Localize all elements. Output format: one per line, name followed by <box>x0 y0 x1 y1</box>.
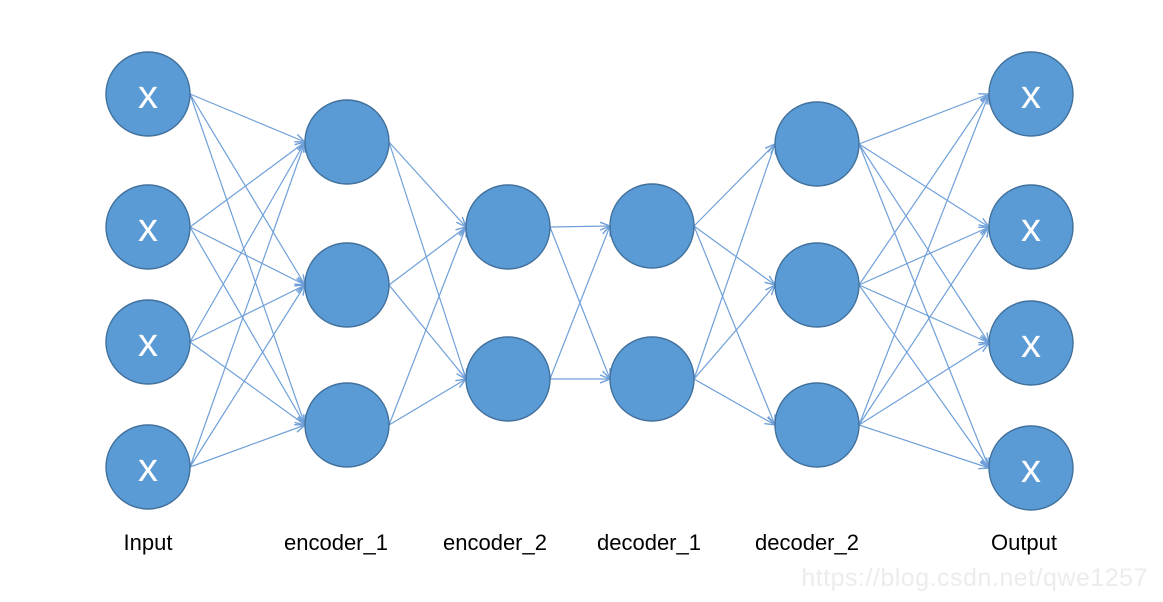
node-encoder_2-1 <box>465 336 551 422</box>
edge-Input-1-to-encoder_1-2 <box>189 226 305 425</box>
node-encoder_1-1 <box>304 242 390 328</box>
edge-decoder_1-1-to-decoder_2-1 <box>693 285 775 380</box>
edge-encoder_1-1-to-encoder_2-0 <box>388 227 466 286</box>
edge-decoder_2-1-to-Output-2 <box>858 284 989 343</box>
node-label-Input-3: x <box>138 446 158 490</box>
node-decoder_2-2 <box>774 382 860 468</box>
edge-Input-2-to-encoder_1-0 <box>189 142 305 343</box>
edge-Input-0-to-encoder_1-1 <box>189 93 305 285</box>
node-Input-3 <box>105 424 191 510</box>
node-label-Input-0: x <box>138 73 158 117</box>
edge-Input-3-to-encoder_1-0 <box>189 142 305 468</box>
node-Input-2 <box>105 299 191 385</box>
node-Output-3 <box>988 425 1074 511</box>
edge-decoder_2-2-to-Output-1 <box>858 227 989 426</box>
node-label-Output-1: x <box>1021 206 1041 250</box>
node-encoder_1-2 <box>304 382 390 468</box>
edge-Input-2-to-encoder_1-1 <box>189 285 305 343</box>
edge-decoder_2-2-to-Output-3 <box>858 424 989 468</box>
node-decoder_1-0 <box>609 183 695 269</box>
node-Output-2 <box>988 300 1074 386</box>
layer-label-encoder_1: encoder_1 <box>284 530 388 555</box>
edge-decoder_2-0-to-Output-3 <box>858 143 989 468</box>
edge-encoder_1-0-to-encoder_2-1 <box>388 141 466 379</box>
edge-encoder_1-0-to-encoder_2-0 <box>388 141 466 227</box>
edge-decoder_2-1-to-Output-1 <box>858 227 989 286</box>
watermark-text: https://blog.csdn.net/qwe1257 <box>801 564 1148 592</box>
edge-Input-0-to-encoder_1-0 <box>189 93 305 142</box>
edge-decoder_2-1-to-Output-3 <box>858 284 989 468</box>
edge-decoder_1-0-to-decoder_2-2 <box>693 225 775 425</box>
edge-Input-3-to-encoder_1-2 <box>189 425 305 468</box>
edge-decoder_1-1-to-decoder_2-0 <box>693 144 775 380</box>
edge-decoder_2-0-to-Output-1 <box>858 143 989 227</box>
edges <box>189 93 989 468</box>
edge-Input-1-to-encoder_1-0 <box>189 142 305 228</box>
layer-label-Output: Output <box>991 530 1057 555</box>
node-encoder_1-0 <box>304 99 390 185</box>
edge-decoder_1-0-to-decoder_2-0 <box>693 144 775 227</box>
layer-label-decoder_1: decoder_1 <box>597 530 701 555</box>
layer-encoder_1: encoder_1 <box>284 99 390 555</box>
edge-encoder_2-1-to-decoder_1-0 <box>549 226 610 380</box>
edge-encoder_2-0-to-decoder_1-0 <box>549 226 610 227</box>
node-decoder_2-1 <box>774 242 860 328</box>
layer-label-Input: Input <box>124 530 173 555</box>
node-label-Input-2: x <box>138 321 158 365</box>
edge-Input-1-to-encoder_1-1 <box>189 226 305 285</box>
node-label-Input-1: x <box>138 206 158 250</box>
edge-Input-2-to-encoder_1-2 <box>189 341 305 425</box>
edge-decoder_2-2-to-Output-2 <box>858 343 989 426</box>
node-label-Output-0: x <box>1021 73 1041 117</box>
edge-encoder_1-2-to-encoder_2-0 <box>388 227 466 426</box>
node-Output-0 <box>988 51 1074 137</box>
layer-label-encoder_2: encoder_2 <box>443 530 547 555</box>
layer-decoder_2: decoder_2 <box>755 101 860 555</box>
edge-Input-0-to-encoder_1-2 <box>189 93 305 425</box>
layer-decoder_1: decoder_1 <box>597 183 701 555</box>
node-decoder_1-1 <box>609 336 695 422</box>
edge-encoder_1-2-to-encoder_2-1 <box>388 379 466 426</box>
edge-Input-3-to-encoder_1-1 <box>189 285 305 468</box>
edge-decoder_1-1-to-decoder_2-2 <box>693 378 775 425</box>
edge-decoder_2-2-to-Output-0 <box>858 94 989 426</box>
node-Input-0 <box>105 51 191 137</box>
layer-label-decoder_2: decoder_2 <box>755 530 859 555</box>
edge-decoder_1-0-to-decoder_2-1 <box>693 225 775 285</box>
node-label-Output-3: x <box>1021 447 1041 491</box>
layer-encoder_2: encoder_2 <box>443 184 551 555</box>
edge-decoder_2-1-to-Output-0 <box>858 94 989 286</box>
node-decoder_2-0 <box>774 101 860 187</box>
node-Output-1 <box>988 184 1074 270</box>
node-Input-1 <box>105 184 191 270</box>
edge-encoder_1-1-to-encoder_2-1 <box>388 284 466 379</box>
edge-decoder_2-0-to-Output-0 <box>858 94 989 145</box>
edge-decoder_2-0-to-Output-2 <box>858 143 989 343</box>
node-label-Output-2: x <box>1021 322 1041 366</box>
node-encoder_2-0 <box>465 184 551 270</box>
